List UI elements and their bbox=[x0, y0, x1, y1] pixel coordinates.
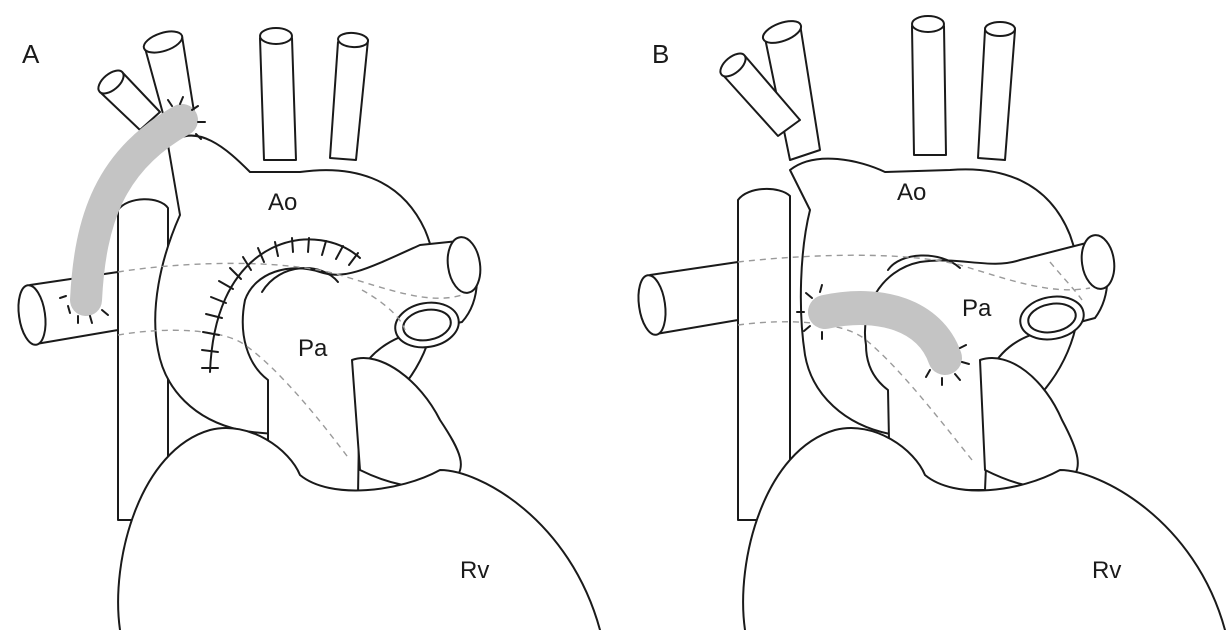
panel-b: B Ao Pa Rv bbox=[635, 16, 1225, 630]
panel-label-b: B bbox=[652, 39, 669, 69]
left-carotid-b bbox=[912, 26, 946, 155]
label-pa-a: Pa bbox=[298, 335, 328, 362]
label-pa-b: Pa bbox=[962, 295, 992, 322]
panel-a: A Ao Pa Rv bbox=[15, 27, 600, 630]
left-subclavian-b bbox=[978, 30, 1015, 160]
left-carotid-artery bbox=[260, 38, 296, 160]
label-ao-b: Ao bbox=[897, 179, 926, 206]
left-subclavian-artery bbox=[330, 40, 368, 160]
left-atrial-appendage bbox=[352, 358, 461, 487]
label-rv-a: Rv bbox=[460, 557, 489, 584]
panel-label-a: A bbox=[22, 39, 40, 69]
label-ao-a: Ao bbox=[268, 189, 297, 216]
left-atrial-appendage-b bbox=[980, 358, 1078, 487]
left-subclavian-opening-b bbox=[985, 22, 1015, 36]
left-carotid-opening bbox=[260, 28, 292, 44]
left-carotid-opening-b bbox=[912, 16, 944, 32]
label-rv-b: Rv bbox=[1092, 557, 1121, 584]
